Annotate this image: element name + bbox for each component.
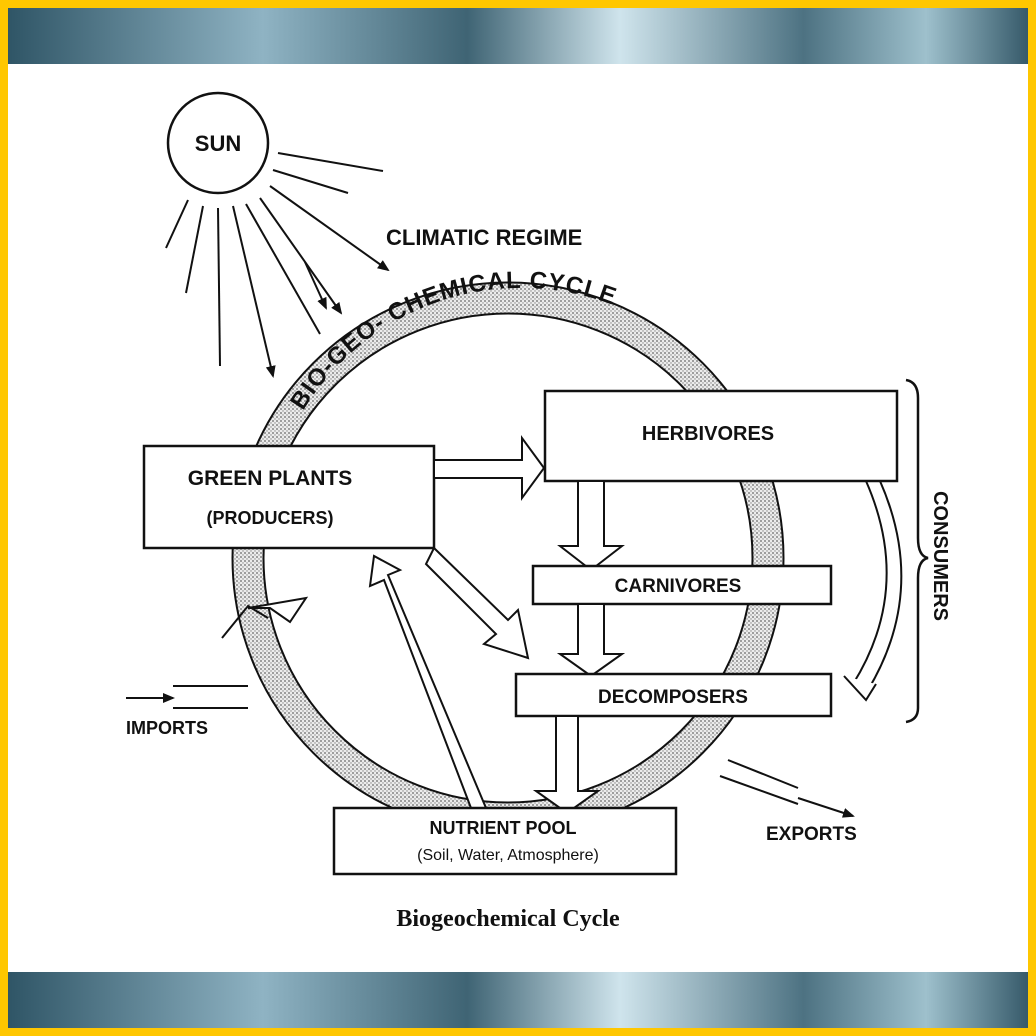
- exports-label: EXPORTS: [766, 824, 857, 845]
- sun-label: SUN: [195, 131, 241, 156]
- figure-caption: Biogeochemical Cycle: [396, 906, 620, 932]
- carnivores-box: [531, 564, 833, 606]
- arrow-carnivores-to-decomposers: [556, 603, 626, 678]
- exports-arrows: [719, 759, 855, 818]
- carnivores-label: CARNIVORES: [615, 576, 742, 597]
- image-frame: BIO-GEO- CHEMICAL CYCLE SUN CLIMATIC REG…: [8, 8, 1028, 1028]
- nutrient-pool-label: NUTRIENT POOL: [430, 818, 577, 838]
- herbivores-label: HERBIVORES: [642, 423, 774, 445]
- green-plants-box: [142, 444, 436, 550]
- arrow-herbivores-to-decomposers-curved: [852, 480, 888, 685]
- producers-label: (PRODUCERS): [206, 508, 333, 528]
- arrow-ring-return: [247, 596, 309, 624]
- climatic-regime-label: CLIMATIC REGIME: [386, 225, 582, 250]
- green-plants-label: GREEN PLANTS: [188, 467, 353, 490]
- arrow-nutrient-pool-to-plants: [368, 554, 488, 809]
- decomposers-box: [514, 672, 833, 718]
- bottom-blur-band: [8, 972, 1028, 1028]
- imports-label: IMPORTS: [126, 718, 208, 738]
- sun-icon: [166, 91, 270, 195]
- biogeochemical-cycle-diagram: BIO-GEO- CHEMICAL CYCLE SUN CLIMATIC REG…: [126, 91, 951, 932]
- arrow-plants-to-herbivores: [433, 434, 546, 502]
- herbivores-box: [543, 389, 899, 483]
- consumers-brace: [905, 378, 929, 724]
- nutrient-pool-sublabel: (Soil, Water, Atmosphere): [417, 847, 599, 864]
- arrow-decomposers-to-nutrient-pool: [532, 715, 602, 815]
- arrow-herbivores-to-carnivores: [557, 480, 625, 572]
- imports-arrows: [126, 685, 248, 709]
- arrow-plants-to-decomposers: [424, 546, 530, 660]
- consumers-label: CONSUMERS: [929, 491, 951, 621]
- nutrient-pool-box: [332, 806, 678, 876]
- top-blur-band: [8, 8, 1028, 64]
- decomposers-label: DECOMPOSERS: [598, 687, 748, 708]
- sun-rays: [165, 152, 390, 378]
